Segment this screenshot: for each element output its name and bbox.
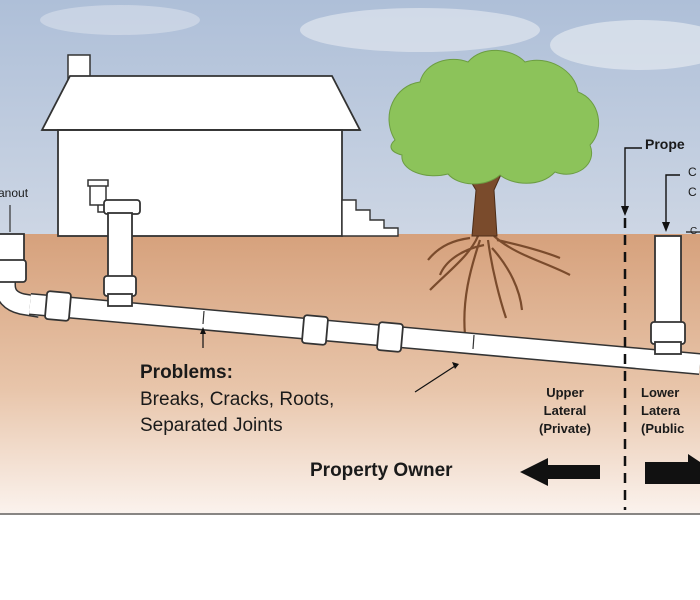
c-label-2: C	[688, 185, 697, 199]
upper-lateral-line-3: (Private)	[538, 421, 592, 436]
tree	[388, 49, 599, 336]
arrow-right-icon	[645, 454, 700, 484]
pipe-joint	[301, 314, 329, 346]
tree-foliage	[388, 49, 599, 185]
lower-lateral-label: Lower Latera (Public	[641, 384, 700, 438]
problems-line-1: Breaks, Cracks, Roots,	[140, 389, 335, 410]
tree-roots	[427, 235, 571, 336]
property-owner-label: Property Owner	[310, 460, 453, 481]
property-line-pointer	[624, 147, 642, 212]
upper-lateral-line-1: Upper	[546, 385, 584, 400]
pipe-crack	[202, 310, 205, 325]
upper-lateral-line-2: Lateral	[543, 403, 587, 418]
cleanout-label: anout	[0, 186, 29, 200]
property-line-label: Prope	[645, 136, 685, 152]
sewer-lateral-diagram: anout Problems: Breaks, Cracks, Roots, S…	[0, 0, 700, 515]
vent-stack	[87, 179, 141, 307]
lower-lateral-line-3: (Public	[641, 421, 685, 436]
arrow-left-icon	[520, 458, 600, 486]
roof	[40, 75, 362, 131]
c-label-3: C	[690, 226, 698, 237]
pipe-joint	[44, 290, 72, 322]
problems-line-2: Separated Joints	[140, 415, 283, 436]
steps	[341, 199, 399, 237]
lower-lateral-line-2: Latera	[641, 403, 681, 418]
cloud	[40, 5, 200, 35]
problems-title: Problems:	[140, 362, 233, 383]
problem-pointer	[414, 365, 456, 393]
cleanout-riser	[0, 205, 27, 283]
pipe-crack	[472, 334, 475, 350]
cloud	[550, 20, 700, 70]
c-label-1: C	[688, 165, 697, 179]
public-cleanout	[650, 235, 686, 355]
pipe-joint	[376, 321, 404, 353]
sewer-pipe	[0, 255, 700, 375]
lower-lateral-line-1: Lower	[641, 385, 680, 400]
cloud	[300, 8, 540, 52]
upper-lateral-label: Upper Lateral (Private)	[516, 384, 614, 438]
